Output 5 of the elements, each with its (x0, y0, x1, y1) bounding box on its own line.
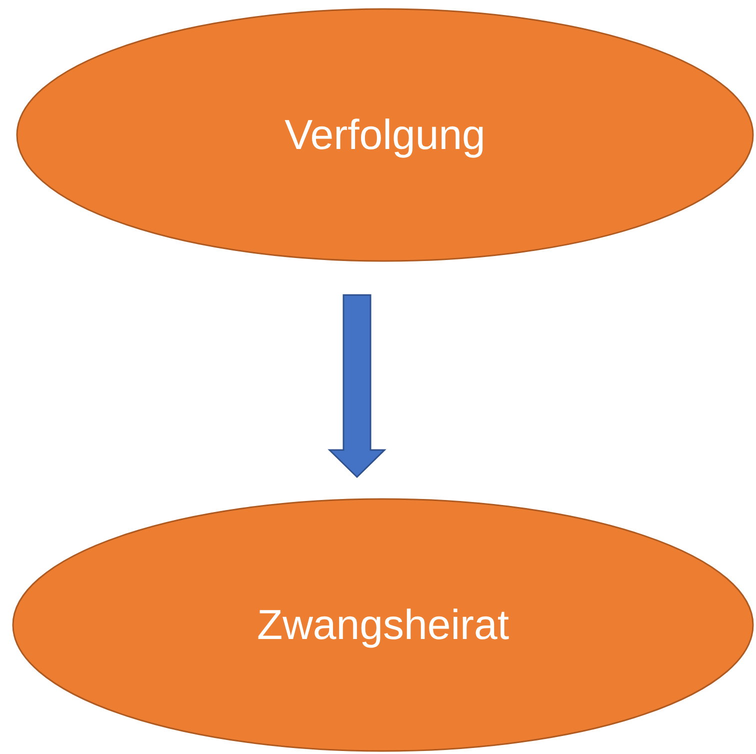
node-label: Verfolgung (284, 110, 486, 160)
node-label: Zwangsheirat (256, 600, 510, 650)
ellipse-node (16, 8, 754, 262)
ellipse-node (12, 498, 754, 752)
block-arrow (328, 294, 386, 478)
